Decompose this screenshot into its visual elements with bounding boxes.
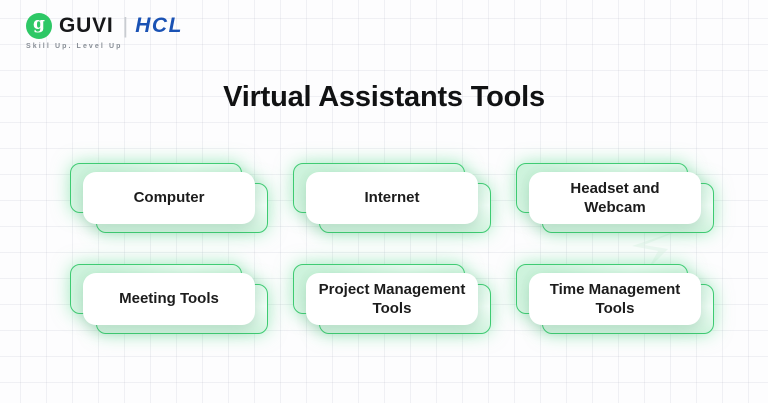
- card-label: Meeting Tools: [119, 290, 219, 308]
- card-label: Computer: [133, 189, 205, 207]
- card-label: Time Management Tools: [549, 280, 681, 318]
- logo: g GUVI | HCL Skill Up. Level Up: [26, 13, 183, 50]
- card-front: Internet: [306, 172, 478, 224]
- card-front: Computer: [83, 172, 255, 224]
- tool-cards-grid: Computer Internet Headset and Webcam Mee…: [70, 163, 714, 334]
- guvi-wordmark: GUVI: [59, 14, 114, 37]
- tool-card-internet: Internet: [293, 163, 491, 233]
- decorative-arrow-icon: [632, 227, 688, 269]
- card-front: Time Management Tools: [529, 273, 701, 325]
- logo-divider: |: [122, 13, 129, 38]
- card-label: Internet: [364, 189, 420, 207]
- card-front: Project Management Tools: [306, 273, 478, 325]
- hcl-wordmark: HCL: [135, 14, 183, 37]
- page-title: Virtual Assistants Tools: [223, 81, 545, 113]
- card-label: Headset and Webcam: [570, 179, 660, 217]
- guvi-icon-glyph: g: [33, 14, 45, 34]
- tool-card-project-management-tools: Project Management Tools: [293, 264, 491, 334]
- tool-card-computer: Computer: [70, 163, 268, 233]
- tool-card-meeting-tools: Meeting Tools: [70, 264, 268, 334]
- tool-card-time-management-tools: Time Management Tools: [516, 264, 714, 334]
- card-front: Meeting Tools: [83, 273, 255, 325]
- logo-tagline: Skill Up. Level Up: [26, 43, 123, 50]
- tool-card-headset-and-webcam: Headset and Webcam: [516, 163, 714, 233]
- card-label: Project Management Tools: [318, 280, 466, 318]
- guvi-logo-icon: g: [26, 13, 52, 39]
- card-front: Headset and Webcam: [529, 172, 701, 224]
- logo-row: g GUVI | HCL: [26, 13, 183, 39]
